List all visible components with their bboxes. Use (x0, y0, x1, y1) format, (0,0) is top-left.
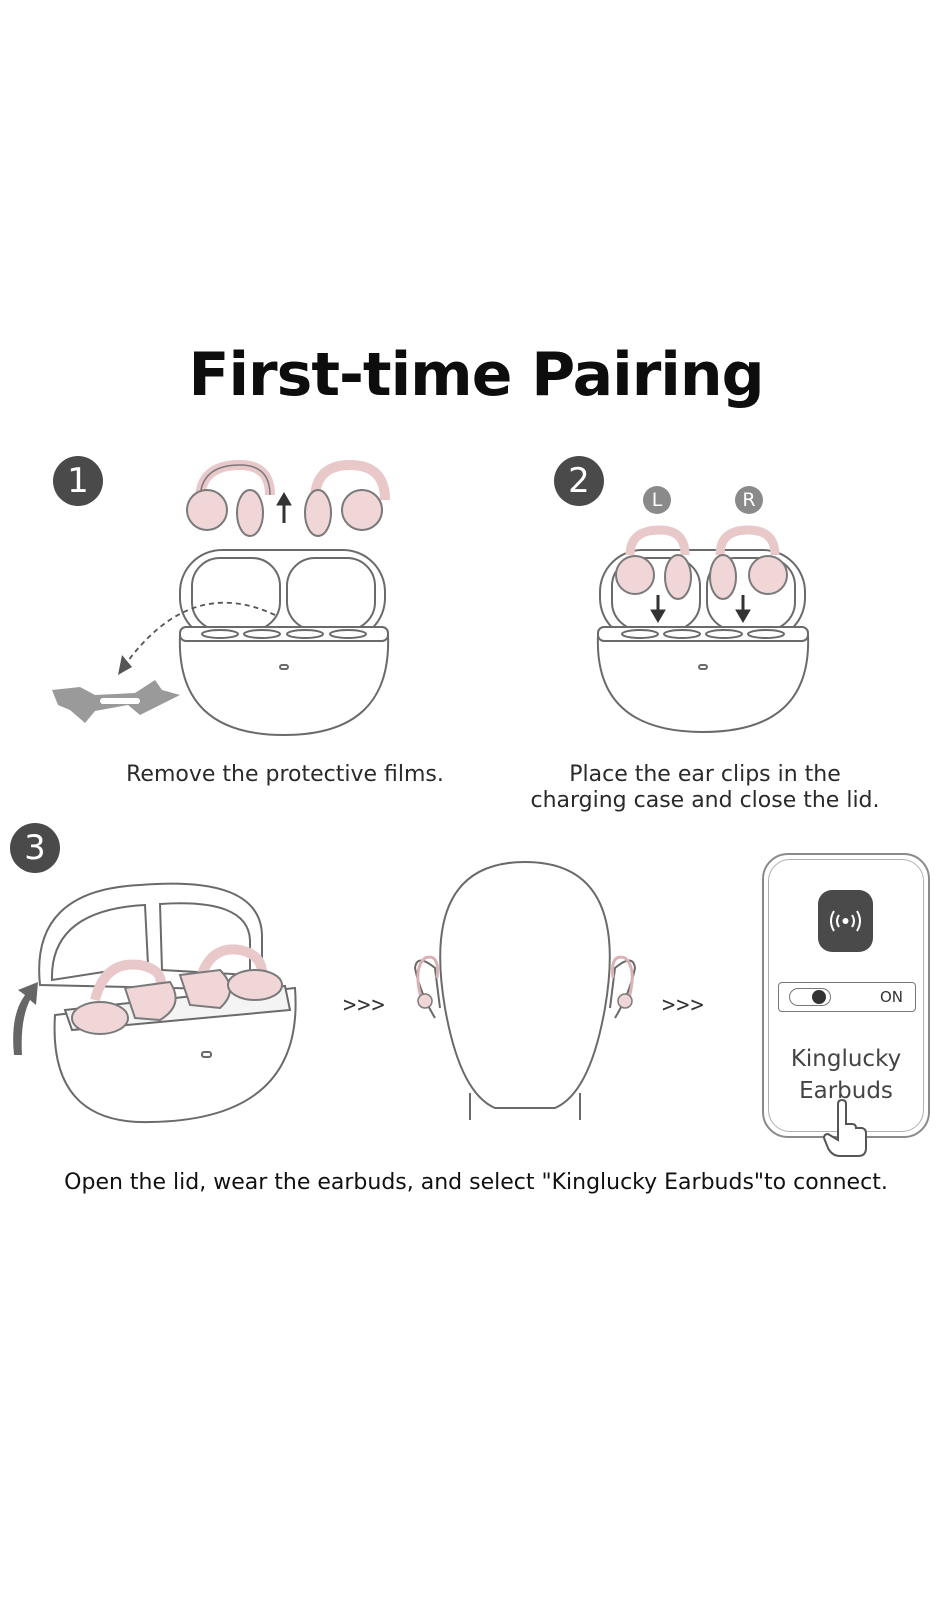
worn-earbud-icon (416, 955, 634, 1009)
step-1-badge: 1 (53, 456, 103, 506)
case-base-icon (178, 626, 390, 737)
sequence-arrow-2: >>> (662, 993, 705, 1018)
head-illustration (413, 860, 637, 1120)
sequence-arrow-1: >>> (343, 993, 386, 1018)
toggle-switch[interactable] (789, 988, 831, 1006)
step-2-caption-line-2: charging case and close the lid. (530, 788, 880, 813)
open-lid-arrow-icon (13, 982, 39, 1055)
device-name-line-1: Kinglucky (790, 1046, 902, 1072)
left-ear-badge: L (643, 486, 671, 514)
toggle-label: ON (879, 988, 903, 1006)
case-lid-icon (179, 549, 386, 641)
bluetooth-toggle-row[interactable]: ON (778, 982, 916, 1012)
device-name-line-2: Earbuds (799, 1078, 893, 1104)
device-list-item[interactable]: Kinglucky Earbuds (770, 1043, 922, 1107)
step-1-illustration (52, 459, 390, 737)
case-lid-icon (38, 882, 263, 992)
head-outline (439, 860, 611, 1109)
left-earbud-icon (71, 959, 177, 1035)
left-earbud-icon (615, 525, 692, 600)
case-base-icon (596, 626, 810, 734)
dashed-arrow-icon (124, 601, 276, 666)
up-arrow-icon (276, 492, 292, 523)
wireless-signal-icon (818, 890, 873, 952)
right-earbud-icon (178, 944, 283, 1010)
page-title: First-time Pairing (188, 340, 764, 410)
bottom-caption: Open the lid, wear the earbuds, and sele… (64, 1170, 888, 1195)
step-2-badge: 2 (554, 456, 604, 506)
step-2-illustration (596, 525, 810, 734)
down-arrow-icon (650, 595, 751, 623)
right-earbud-icon (709, 525, 788, 600)
step-1-caption: Remove the protective films. (126, 762, 444, 787)
pointing-hand-icon (822, 1098, 867, 1157)
right-ear-badge: R (735, 486, 763, 514)
step-2-caption: Place the ear clips in the charging case… (505, 762, 905, 814)
toggle-knob (812, 990, 826, 1004)
left-earbud-icon (186, 459, 275, 537)
step-3-badge: 3 (10, 823, 60, 873)
open-case-illustration (13, 882, 297, 1124)
right-earbud-icon (304, 459, 390, 537)
step-2-caption-line-1: Place the ear clips in the (569, 762, 841, 787)
protective-film-icon (52, 680, 180, 723)
